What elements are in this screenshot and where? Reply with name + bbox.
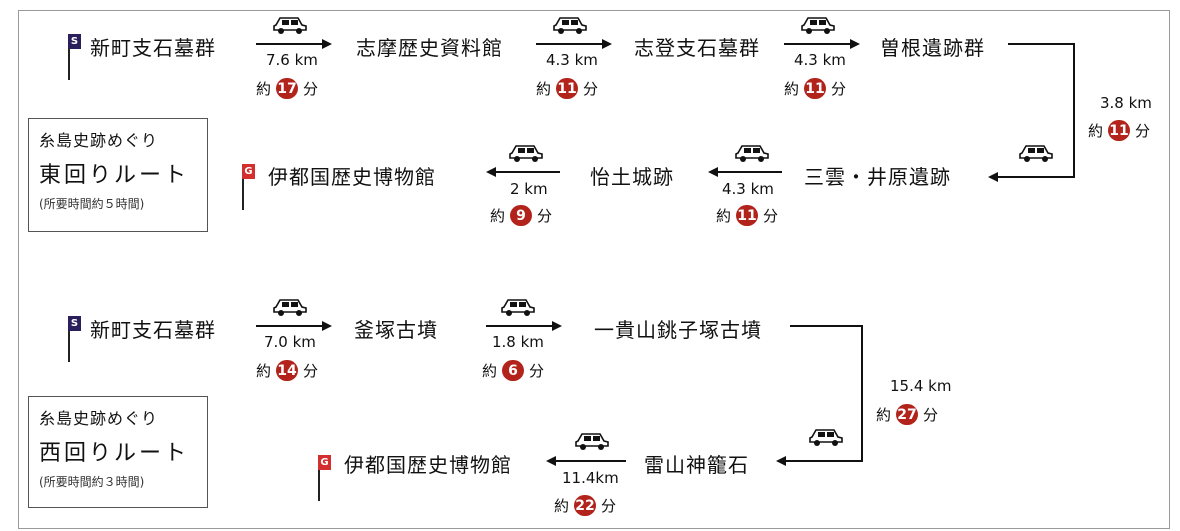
east-leg-4-arrow <box>988 43 1075 182</box>
west-box-title: 糸島史跡めぐり <box>39 409 159 428</box>
minutes-badge: 11 <box>556 78 579 99</box>
west-box-duration: (所要時間約３時間) <box>39 475 145 489</box>
east-stop-7: 伊都国歴史博物館 <box>268 165 436 189</box>
minutes-badge: 22 <box>574 495 597 516</box>
west-box-name: 西回りルート <box>39 441 190 466</box>
car-icon <box>1019 145 1053 162</box>
west-leg-3-distance: 15.4 km <box>890 377 952 395</box>
car-icon <box>273 17 307 34</box>
west-stop-2: 釜塚古墳 <box>354 318 438 342</box>
minutes-badge: 14 <box>276 360 299 381</box>
east-leg-2-distance: 4.3 km <box>546 51 598 69</box>
diagram-frame <box>18 10 1170 529</box>
goal-marker: G <box>318 455 331 470</box>
west-stop-3: 一貴山銚子塚古墳 <box>594 318 762 342</box>
car-icon <box>553 17 587 34</box>
minutes-badge: 11 <box>736 205 759 226</box>
car-icon <box>273 299 307 316</box>
east-leg-1-distance: 7.6 km <box>266 51 318 69</box>
goal-flag: G <box>318 455 332 501</box>
east-route-box: 糸島史跡めぐり 東回りルート (所要時間約５時間) <box>28 118 208 232</box>
car-icon <box>575 433 609 450</box>
car-icon <box>735 145 769 162</box>
car-icon <box>501 299 535 316</box>
start-flag: S <box>68 34 82 80</box>
east-leg-3-distance: 4.3 km <box>794 51 846 69</box>
minutes-badge: 6 <box>502 360 525 381</box>
east-stop-6: 怡土城跡 <box>590 165 674 189</box>
car-icon <box>509 145 543 162</box>
west-leg-2-distance: 1.8 km <box>492 333 544 351</box>
car-icon <box>801 17 835 34</box>
goal-marker: G <box>242 164 255 179</box>
car-icon <box>809 429 843 446</box>
west-leg-3-arrow <box>776 325 863 466</box>
west-leg-4-distance: 11.4km <box>562 469 619 487</box>
goal-flag: G <box>242 164 256 210</box>
east-stop-5: 三雲・井原遺跡 <box>804 165 951 189</box>
start-marker: S <box>68 34 81 49</box>
west-stop-1: 新町支石墓群 <box>90 318 216 342</box>
east-stop-2: 志摩歴史資料館 <box>356 36 503 60</box>
east-leg-4-distance: 3.8 km <box>1100 94 1152 112</box>
minutes-badge: 11 <box>1108 120 1131 141</box>
east-box-title: 糸島史跡めぐり <box>39 131 159 150</box>
minutes-badge: 17 <box>276 78 299 99</box>
minutes-badge: 11 <box>804 78 827 99</box>
minutes-badge: 9 <box>510 205 533 226</box>
start-flag: S <box>68 316 82 362</box>
east-box-duration: (所要時間約５時間) <box>39 197 145 211</box>
west-route-box: 糸島史跡めぐり 西回りルート (所要時間約３時間) <box>28 396 208 508</box>
east-leg-6-distance: 2 km <box>510 180 548 198</box>
east-stop-4: 曽根遺跡群 <box>880 36 985 60</box>
west-stop-5: 伊都国歴史博物館 <box>344 453 512 477</box>
east-stop-3: 志登支石墓群 <box>634 36 760 60</box>
start-marker: S <box>68 316 81 331</box>
west-leg-1-distance: 7.0 km <box>264 333 316 351</box>
east-stop-1: 新町支石墓群 <box>90 36 216 60</box>
minutes-badge: 27 <box>896 404 919 425</box>
west-stop-4: 雷山神籠石 <box>644 453 749 477</box>
east-leg-5-distance: 4.3 km <box>722 180 774 198</box>
east-box-name: 東回りルート <box>39 163 190 188</box>
